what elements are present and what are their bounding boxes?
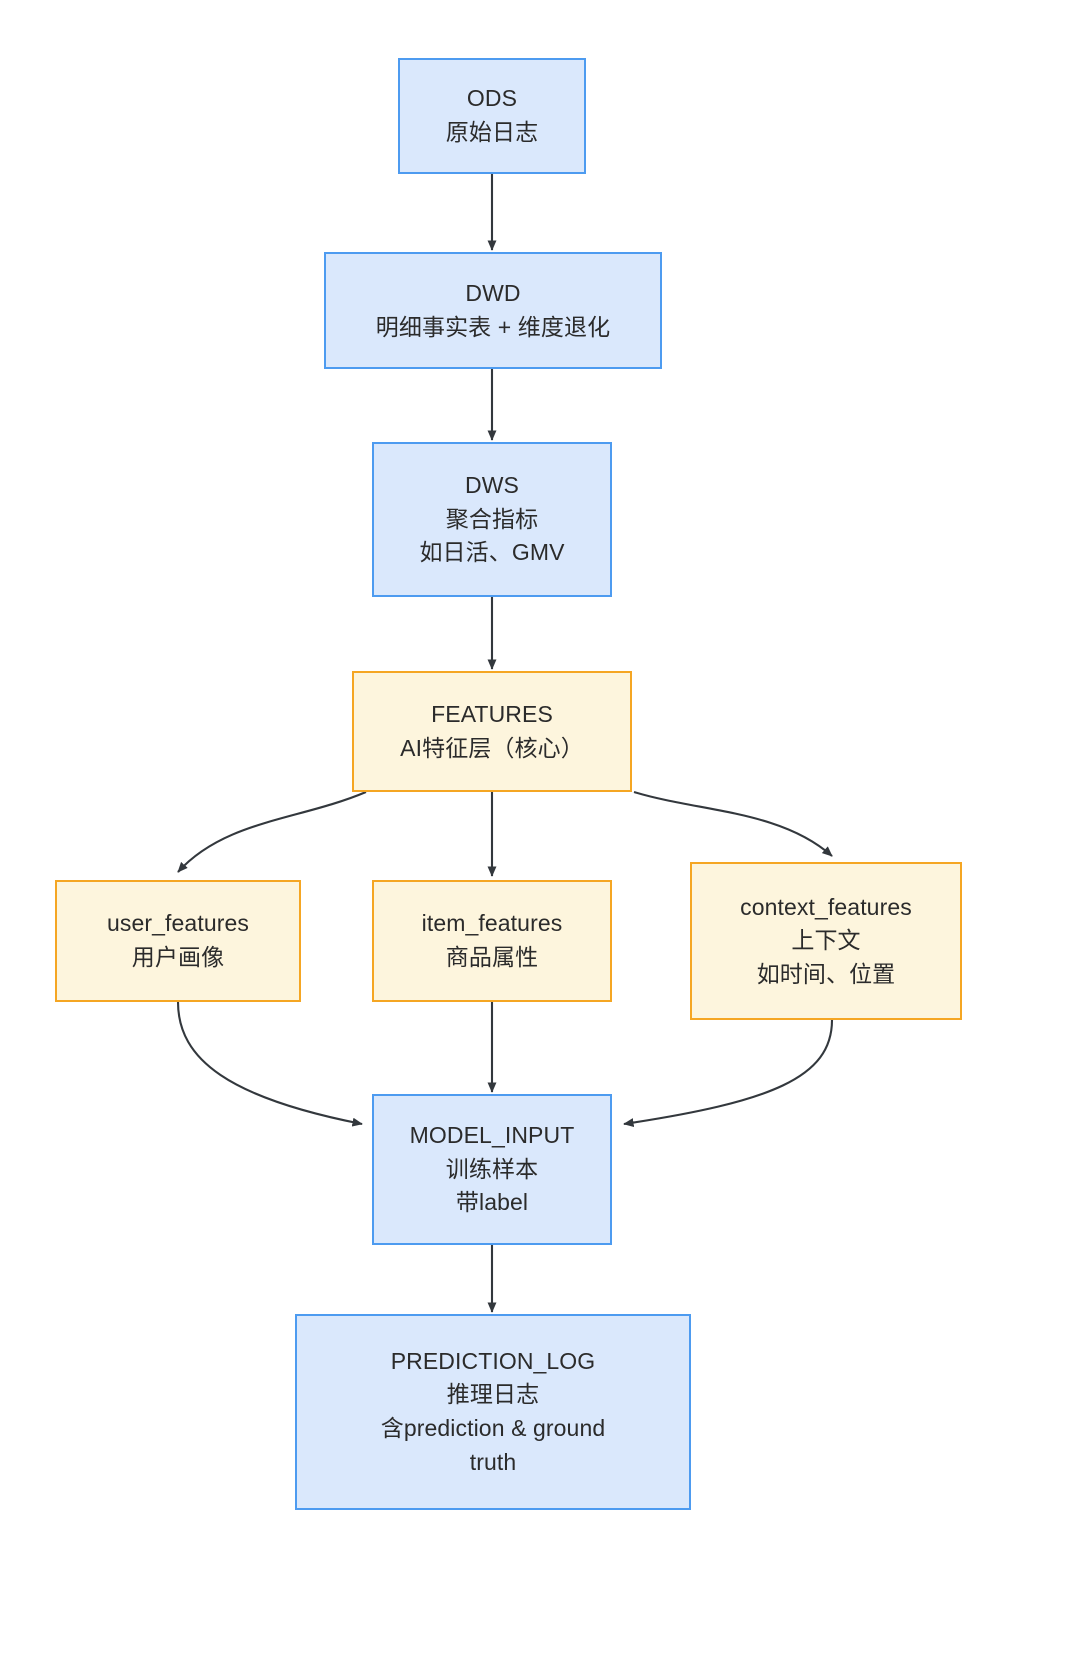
node-dws-line-2: 如日活、GMV bbox=[419, 539, 565, 566]
node-dwd-line-1: 明细事实表 + 维度退化 bbox=[375, 313, 611, 340]
node-item-features-line-1: 商品属性 bbox=[445, 944, 539, 970]
node-model-input-line-2: 带label bbox=[455, 1189, 529, 1216]
node-model-input-line-1: 训练样本 bbox=[445, 1155, 539, 1182]
node-context-features[interactable]: context_features 上下文 如时间、位置 bbox=[690, 862, 962, 1020]
node-context-features-line-0: context_features bbox=[740, 893, 912, 920]
node-ods[interactable]: ODS 原始日志 bbox=[398, 58, 586, 174]
node-model-input[interactable]: MODEL_INPUT 训练样本 带label bbox=[372, 1094, 612, 1245]
node-ods-line-1: 原始日志 bbox=[445, 119, 539, 145]
node-context-features-line-2: 如时间、位置 bbox=[756, 960, 896, 987]
node-dws-line-0: DWS bbox=[465, 472, 519, 499]
node-features[interactable]: FEATURES AI特征层（核心） bbox=[352, 671, 632, 792]
node-context-features-line-1: 上下文 bbox=[791, 927, 861, 954]
node-item-features[interactable]: item_features 商品属性 bbox=[372, 880, 612, 1002]
node-dws[interactable]: DWS 聚合指标 如日活、GMV bbox=[372, 442, 612, 597]
node-dwd[interactable]: DWD 明细事实表 + 维度退化 bbox=[324, 252, 662, 369]
node-features-line-0: FEATURES bbox=[431, 700, 553, 727]
node-ods-line-0: ODS bbox=[466, 85, 518, 112]
node-prediction-log-line-2: 含prediction & ground bbox=[380, 1415, 606, 1441]
node-user-features-line-1: 用户画像 bbox=[131, 944, 225, 970]
edge-features-to-user-features bbox=[177, 791, 367, 873]
node-prediction-log-line-3: truth bbox=[469, 1448, 517, 1475]
node-model-input-line-0: MODEL_INPUT bbox=[409, 1122, 575, 1149]
node-prediction-log-line-1: 推理日志 bbox=[446, 1381, 540, 1408]
edge-user-features-to-model-input bbox=[176, 1001, 363, 1127]
node-item-features-line-0: item_features bbox=[421, 910, 563, 937]
node-features-line-1: AI特征层（核心） bbox=[400, 734, 584, 761]
edge-context-features-to-model-input bbox=[623, 1019, 834, 1128]
node-user-features[interactable]: user_features 用户画像 bbox=[55, 880, 301, 1002]
node-dwd-line-0: DWD bbox=[465, 279, 521, 306]
node-prediction-log[interactable]: PREDICTION_LOG 推理日志 含prediction & ground… bbox=[295, 1314, 691, 1510]
node-dws-line-1: 聚合指标 bbox=[445, 505, 539, 532]
edge-features-to-context-features bbox=[633, 790, 833, 857]
node-prediction-log-line-0: PREDICTION_LOG bbox=[390, 1347, 596, 1374]
node-user-features-line-0: user_features bbox=[107, 910, 249, 937]
